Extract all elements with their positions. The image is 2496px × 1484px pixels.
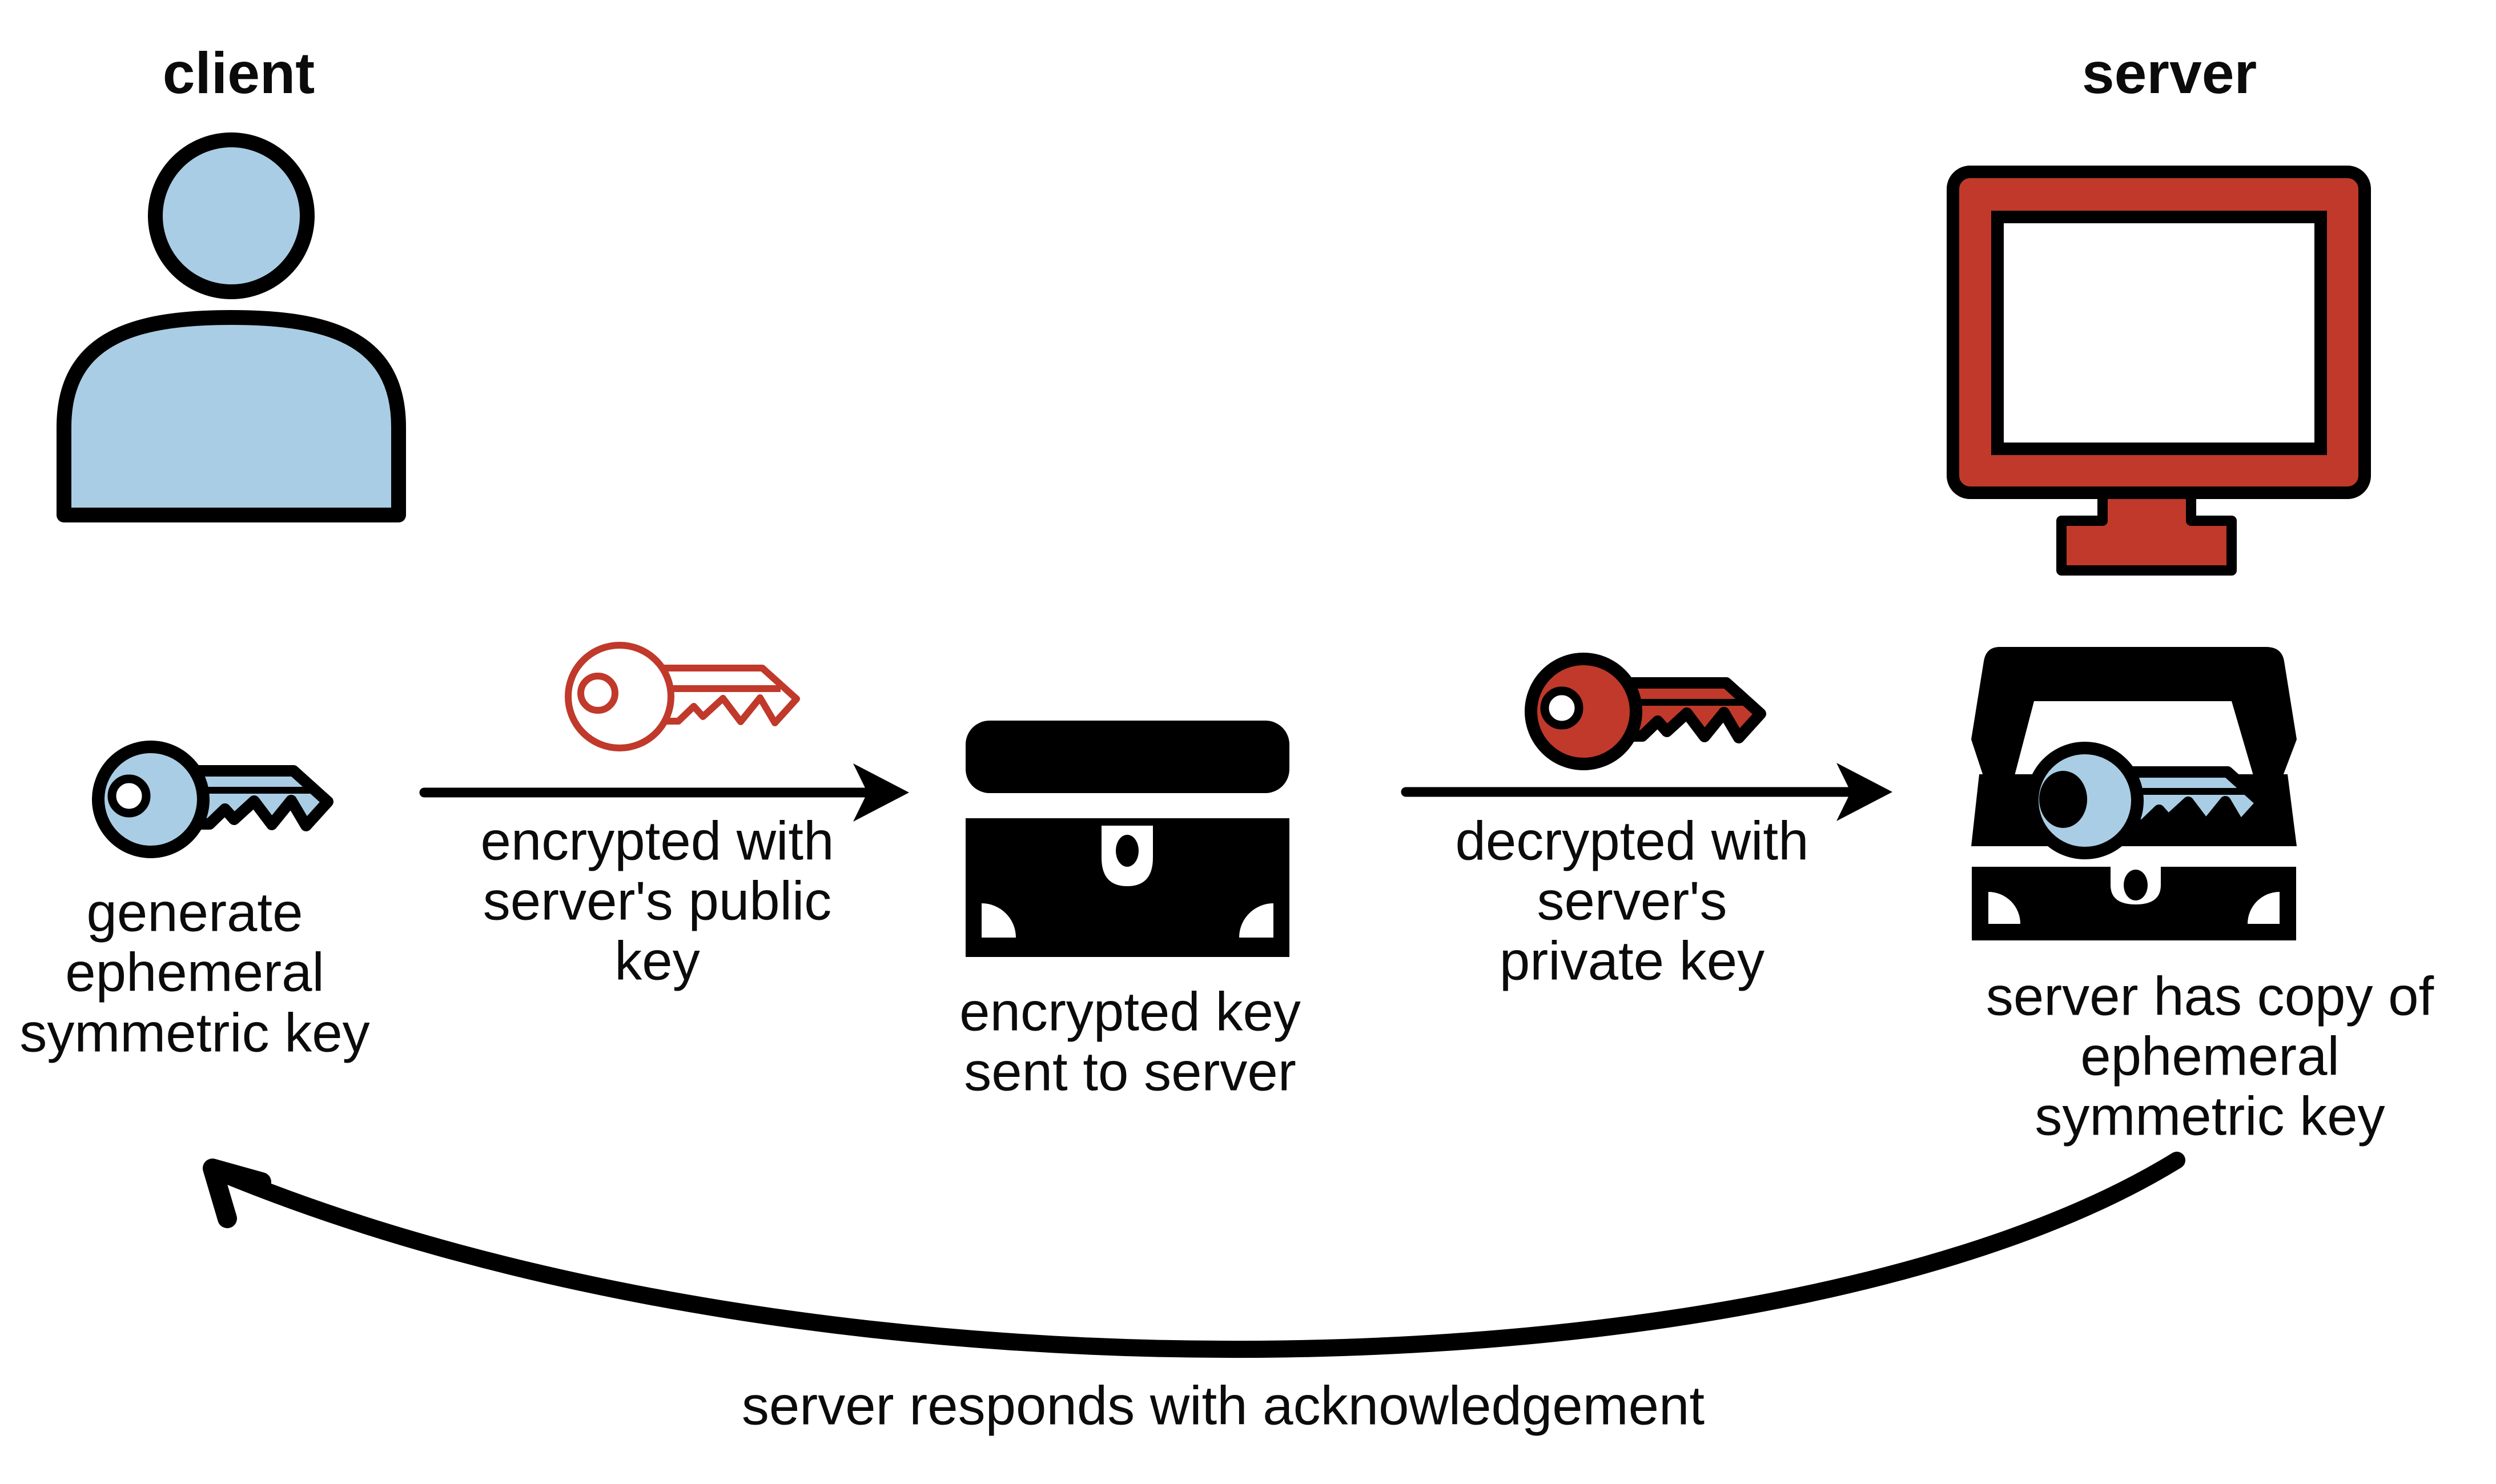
key-shaft: [649, 665, 800, 726]
key-hole: [2039, 771, 2087, 828]
step-received-line2: ephemeral: [2080, 1026, 2340, 1087]
step-generate-line2: ephemeral: [65, 942, 324, 1003]
key-hole: [577, 673, 618, 714]
chest-corner-cut-right: [2248, 892, 2280, 924]
client-label: client: [163, 41, 315, 106]
step-encrypt-line1: encrypted with: [481, 811, 834, 872]
chest-keyhole: [1116, 835, 1139, 867]
return-arrow: [203, 1152, 2185, 1358]
monitor-icon: [1947, 166, 2371, 576]
arrowhead-up-left-icon: [203, 1159, 271, 1228]
key-shaft: [1611, 677, 1766, 743]
step-encrypt-line2: server's public: [483, 871, 832, 932]
arrowhead-right-icon: [853, 763, 909, 822]
chest-lid: [966, 721, 1289, 793]
step-encrypt-line3: key: [614, 931, 700, 992]
key-hole: [107, 774, 151, 818]
key-head: [1525, 653, 1642, 770]
person-icon: [57, 132, 406, 522]
chest-keyhole: [2124, 870, 2148, 900]
step-generate-line3: symmetric key: [19, 1003, 369, 1064]
return-arrow-label: server responds with acknowledgement: [742, 1376, 1705, 1437]
step-generate-line1: generate: [87, 882, 303, 943]
chest-corner-cut-left: [1988, 892, 2020, 924]
step-decrypt-line2: server's: [1537, 871, 1727, 932]
step-generate-label: generate ephemeral symmetric key: [19, 882, 369, 1064]
red-outline-key-icon: [565, 642, 800, 751]
person-head: [148, 132, 315, 299]
key-shaft: [178, 765, 333, 831]
arrow-chest-to-server: [1401, 763, 1892, 821]
return-arrow-curve: [204, 1152, 2185, 1358]
arrow-client-to-chest: [419, 763, 909, 822]
server-label: server: [2082, 41, 2257, 106]
open-chest-key-icon: [1971, 647, 2297, 940]
step-decrypt-line1: decrypted with: [1456, 811, 1809, 872]
key-hole: [1540, 686, 1583, 730]
monitor-screen: [1991, 211, 2327, 455]
step-decrypt-label: decrypted with server's private key: [1456, 811, 1809, 992]
step-received-line3: symmetric key: [2035, 1086, 2385, 1147]
key-head: [92, 741, 210, 858]
key-shaft: [2112, 766, 2268, 833]
blue-key-in-chest-icon: [2026, 742, 2268, 859]
chest-corner-cut-right: [1239, 903, 1273, 938]
red-key-icon: [1525, 653, 1766, 770]
step-send-label: encrypted key sent to server: [959, 982, 1301, 1103]
step-send-line1: encrypted key: [959, 982, 1301, 1043]
person-body: [57, 310, 406, 522]
chest-corner-cut-left: [982, 903, 1016, 938]
arrowhead-right-icon: [1836, 763, 1892, 821]
blue-key-icon: [92, 741, 333, 858]
step-received-label: server has copy of ephemeral symmetric k…: [1986, 966, 2434, 1147]
step-received-line1: server has copy of: [1986, 966, 2434, 1027]
step-decrypt-line3: private key: [1500, 931, 1765, 992]
closed-chest-icon: [966, 721, 1289, 957]
step-send-line2: sent to server: [964, 1041, 1296, 1103]
key-head: [565, 642, 674, 751]
step-encrypt-label: encrypted with server's public key: [481, 811, 834, 992]
